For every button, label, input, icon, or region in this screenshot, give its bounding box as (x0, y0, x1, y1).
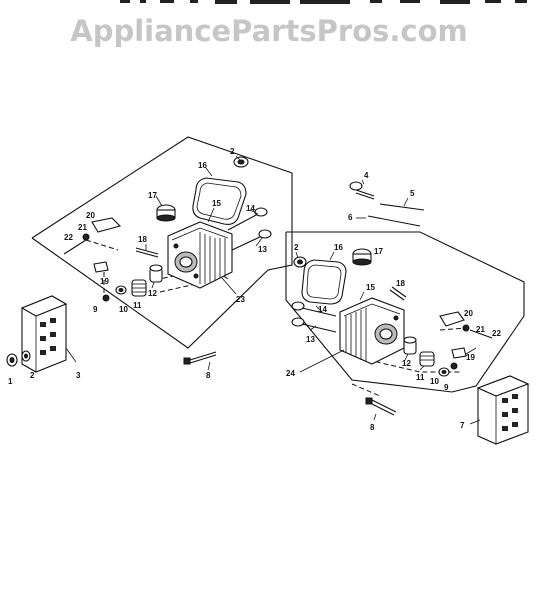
left-nut-washer (6, 350, 31, 367)
callout-2: 2 (30, 371, 35, 380)
callout-13: 13 (258, 245, 267, 254)
callout-1: 1 (8, 377, 13, 386)
callout-6: 6 (348, 213, 353, 222)
callout-17: 17 (148, 191, 157, 200)
left-callout-labels: 1 2 3 8 9 10 11 12 13 14 15 16 17 18 19 … (8, 147, 267, 386)
callout-21-right: 21 (476, 325, 485, 334)
callout-9: 9 (93, 305, 98, 314)
right-small-parts (438, 347, 467, 377)
callout-23: 23 (236, 295, 245, 304)
callout-15: 15 (212, 199, 221, 208)
left-head-bolt (183, 351, 217, 371)
callout-20-right: 20 (464, 309, 473, 318)
right-valves (291, 301, 337, 333)
callout-12-right: 12 (402, 359, 411, 368)
callout-14: 14 (246, 204, 255, 213)
left-small-parts (93, 261, 127, 302)
left-pushrod (135, 247, 159, 258)
callout-10-right: 10 (430, 377, 439, 386)
left-assembly-boundary (31, 136, 293, 349)
callout-8: 8 (206, 371, 211, 380)
left-leader-lines (145, 155, 263, 295)
callout-5: 5 (410, 189, 415, 198)
right-washer (293, 256, 307, 268)
callout-11: 11 (133, 301, 142, 310)
callout-4: 4 (364, 171, 369, 180)
callout-2-top: 2 (230, 147, 235, 156)
right-pushrod-18 (389, 286, 407, 301)
left-valve-guide (149, 264, 163, 283)
right-cylinder-head (339, 297, 405, 365)
right-leader-lines (295, 251, 477, 373)
right-valve-guide (403, 336, 417, 355)
left-washer-top (233, 156, 249, 168)
callout-7: 7 (460, 421, 465, 430)
callout-22-right: 22 (492, 329, 501, 338)
callout-8-right: 8 (370, 423, 375, 432)
left-cylinder-head (167, 221, 233, 289)
callout-22: 22 (64, 233, 73, 242)
left-muffler (20, 295, 77, 373)
callout-11-right: 11 (416, 373, 425, 382)
right-tappet (349, 179, 375, 200)
right-callout-labels: 4 5 6 2 16 17 18 15 14 13 24 12 11 10 9 … (286, 171, 501, 432)
callout-2-right: 2 (294, 243, 299, 252)
callout-14-right: 14 (318, 305, 327, 314)
callout-19-right: 19 (466, 353, 475, 362)
callout-16: 16 (198, 161, 207, 170)
right-assembly-boundary (285, 231, 525, 397)
left-valves (227, 207, 272, 251)
callout-24: 24 (286, 369, 295, 378)
callout-19: 19 (100, 277, 109, 286)
callout-15-right: 15 (366, 283, 375, 292)
right-valve-spring (419, 351, 435, 367)
callout-18-right: 18 (396, 279, 405, 288)
left-head-gasket (192, 177, 247, 225)
left-breather-cap (156, 204, 176, 222)
callout-18: 18 (138, 235, 147, 244)
callout-12: 12 (148, 289, 157, 298)
callout-10: 10 (119, 305, 128, 314)
callout-13-right: 13 (306, 335, 315, 344)
callout-3: 3 (76, 371, 81, 380)
right-breather-cap (352, 248, 372, 266)
callout-21: 21 (78, 223, 87, 232)
callout-9-right: 9 (444, 383, 449, 392)
right-rocker-arm (439, 311, 493, 339)
callout-16-right: 16 (334, 243, 343, 252)
cropped-header-strip (120, 0, 527, 4)
right-muffler (469, 375, 530, 445)
callout-17-right: 17 (374, 247, 383, 256)
right-head-bolt (365, 397, 397, 421)
callout-20: 20 (86, 211, 95, 220)
watermark-logo: AppliancePartsPros.com (70, 14, 468, 48)
right-head-gasket (301, 259, 347, 305)
right-pushrods (356, 197, 425, 227)
left-rocker-arm (63, 217, 122, 255)
left-valve-spring (131, 279, 147, 297)
